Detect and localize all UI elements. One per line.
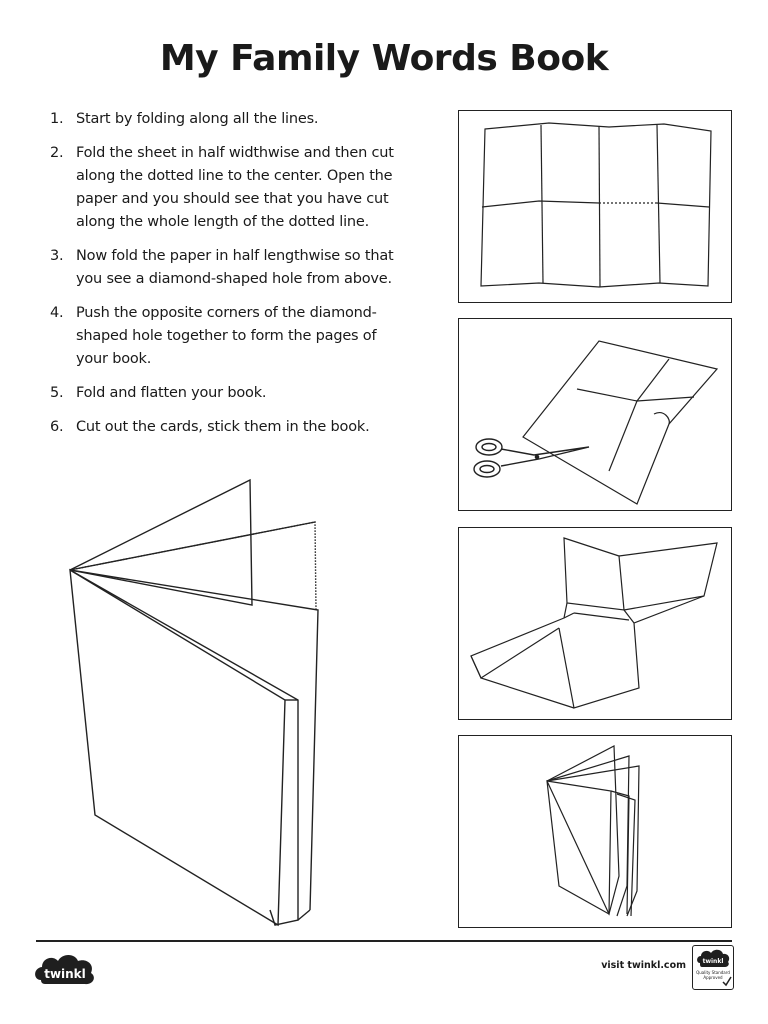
step-text: Now fold the paper in half lengthwise so… (76, 248, 394, 287)
illustration-cutting (458, 318, 732, 511)
illustration-finished-book-large (69, 478, 319, 927)
illustration-finished-book-small (458, 735, 732, 928)
illustration-folded-sheet (458, 110, 732, 303)
instruction-step: 5. Fold and flatten your book. (50, 382, 410, 405)
step-number: 4. (50, 305, 64, 321)
quality-badge: twinkl Quality Standard Approved (692, 945, 734, 990)
logo-text: twinkl (44, 967, 86, 981)
illustration-diamond-fold (458, 527, 732, 720)
small-book-drawing (546, 745, 640, 917)
twinkl-logo-cloud: twinkl (35, 955, 94, 985)
instruction-step: 2. Fold the sheet in half widthwise and … (50, 142, 410, 234)
step-text: Fold and flatten your book. (76, 385, 267, 401)
step-number: 1. (50, 111, 64, 127)
instruction-step: 6. Cut out the cards, stick them in the … (50, 416, 410, 439)
step-number: 3. (50, 248, 64, 264)
badge-line-1: Quality Standard (696, 970, 730, 975)
step-text: Push the opposite corners of the diamond… (76, 305, 377, 367)
page-title: My Family Words Book (159, 38, 609, 79)
instruction-step: 4. Push the opposite corners of the diam… (50, 302, 410, 371)
instruction-step: 3. Now fold the paper in half lengthwise… (50, 245, 410, 291)
step-number: 6. (50, 419, 64, 435)
footer-divider (36, 940, 732, 942)
badge-line-2: Approved (703, 975, 723, 980)
folded-sheet-drawing (480, 122, 712, 288)
visit-link-text: visit twinkl.com (601, 960, 686, 971)
cutting-drawing (473, 340, 719, 505)
step-text: Fold the sheet in half widthwise and the… (76, 145, 394, 230)
instruction-list: 1. Start by folding along all the lines.… (50, 108, 410, 450)
scissors-icon (473, 438, 590, 478)
quality-badge-graphic: twinkl Quality Standard Approved (696, 949, 732, 987)
step-number: 2. (50, 145, 64, 161)
checkmark-icon (722, 976, 732, 987)
twinkl-logo: twinkl (33, 950, 97, 990)
instruction-step: 1. Start by folding along all the lines. (50, 108, 410, 131)
step-text: Cut out the cards, stick them in the boo… (76, 419, 370, 435)
step-text: Start by folding along all the lines. (76, 111, 319, 127)
badge-brand: twinkl (703, 958, 724, 965)
diamond-fold-drawing (470, 537, 718, 709)
step-number: 5. (50, 385, 64, 401)
